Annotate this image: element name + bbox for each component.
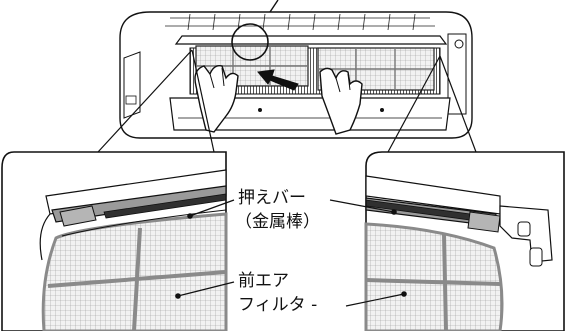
bracket-hole-2	[529, 247, 543, 267]
unit-left-side	[123, 51, 141, 119]
magnify-guides	[97, 49, 477, 153]
right-filter	[364, 222, 504, 331]
right-hand-fingers	[335, 73, 351, 93]
right-filter-ribs	[365, 233, 501, 331]
pressing-bar-label: 押えバー	[236, 188, 308, 209]
left-side-slot	[125, 95, 137, 105]
left-bar-clip	[59, 205, 97, 227]
pressing-bar-sublabel: （金属棒）	[233, 212, 322, 233]
detail-left	[1, 151, 228, 331]
tray-marker-1	[258, 108, 262, 112]
right-bar-clip	[467, 211, 501, 233]
right-side-knob	[454, 39, 464, 49]
front-panel-open	[174, 35, 448, 45]
left-filter-ribs	[47, 227, 227, 331]
front-filter-label: 前エア	[236, 271, 291, 292]
bracket-hole-1	[517, 221, 531, 237]
left-hand-fingers	[209, 67, 225, 89]
front-filter-sublabel: フィルタ -	[236, 295, 320, 316]
zoom-indicator	[231, 23, 269, 61]
detail-right	[364, 151, 565, 331]
left-housing-curve	[39, 213, 51, 261]
top-grille	[165, 13, 435, 31]
left-filter-rim	[61, 209, 227, 237]
left-filter	[41, 212, 228, 331]
right-hand	[319, 67, 363, 135]
arrow-icon	[257, 69, 299, 91]
tray-marker-2	[380, 108, 384, 112]
callout-leaders	[175, 199, 407, 307]
indoor-unit	[119, 0, 473, 139]
unit-right-side	[447, 33, 467, 115]
left-bar-bristles	[103, 193, 227, 219]
